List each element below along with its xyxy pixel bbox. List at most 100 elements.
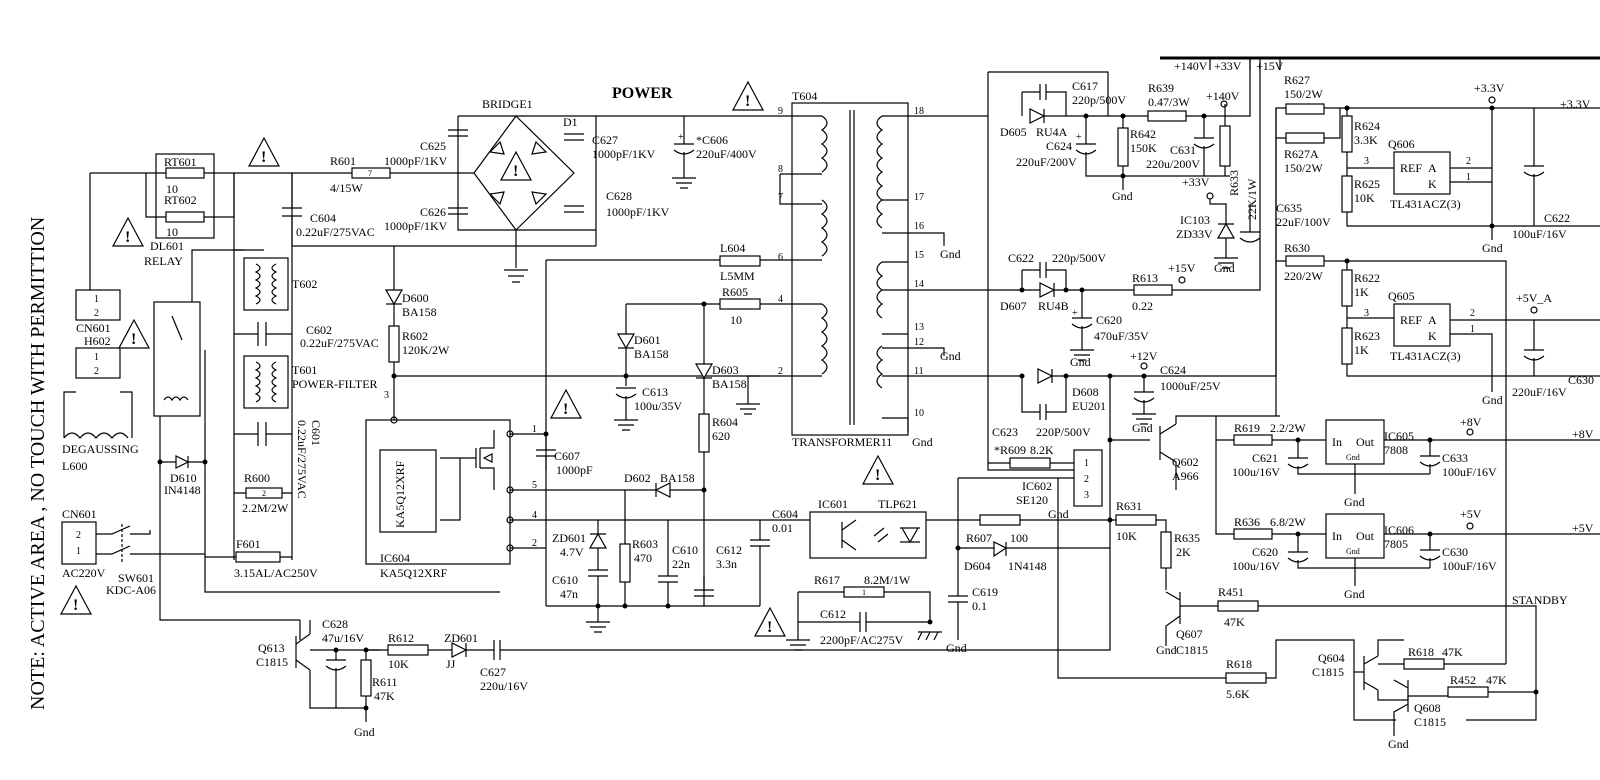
svg-text:4: 4 [778,294,783,305]
svg-text:4: 4 [532,510,537,521]
v5out-label: +5V [1572,521,1594,535]
r623-value: 1K [1354,343,1369,357]
zener-zd601 [588,532,608,549]
r617-value: 8.2M/1W [864,573,911,587]
svg-text:2: 2 [94,308,99,319]
q605-label: Q605 [1388,289,1415,303]
q606-a: A [1428,161,1437,175]
tlp621-label: TLP621 [878,497,917,511]
degaussing-label: DEGAUSSING [62,442,139,456]
diode-d607 [1039,282,1056,298]
relay-dl601 [153,301,201,417]
c610a-value: 47n [560,587,578,601]
svg-text:1: 1 [1470,324,1475,335]
gnd-q607: Gnd [1156,643,1177,657]
q605-a: A [1428,313,1437,327]
d607-label: D607 [1000,299,1027,313]
r618a-label: R618 [1226,657,1252,671]
d600-value: BA158 [402,305,437,319]
c623-label: C623 [992,425,1018,439]
c626-label: C626 [420,205,446,219]
q605-k: K [1428,329,1437,343]
regulator-ic605 [1325,419,1385,465]
c612b-label: C612 [820,607,846,621]
q604-label: Q604 [1318,651,1345,665]
c613-label: C613 [642,385,668,399]
q613-section: Q613 C1815 C628 47u/16V R611 47K Gnd R61… [256,548,1111,739]
primary-winding-3 [820,303,828,375]
secondary-winding-3 [876,345,884,389]
r642-value: 150K [1130,141,1157,155]
svg-text:!: ! [875,467,880,484]
svg-text:17: 17 [914,192,924,203]
c635-value: 22uF/100V [1276,215,1331,229]
r636-label: R636 [1234,515,1260,529]
ic604-value: KA5Q12XRF [380,566,448,580]
c601-label: C601 [309,420,323,446]
r607-label: R607 [966,531,992,545]
svg-text:9: 9 [778,106,783,117]
c625-value: 1000pF/1KV [384,154,448,168]
c628a-value: 1000pF/1KV [606,205,670,219]
c624a-label: C624 [1046,139,1072,153]
ic606-gnd: Gnd [1346,547,1360,556]
d607-value: RU4B [1038,299,1069,313]
q602-label: Q602 [1172,455,1199,469]
warning-icon: ! [247,136,281,167]
c628a-label: C628 [606,189,632,203]
svg-text:!: ! [745,93,750,110]
r612-value: 10K [388,657,409,671]
r611-label: R611 [372,675,398,689]
gnd-ic605: Gnd [1344,495,1365,509]
c622b-label: C622 [1544,211,1570,225]
c602-label: C602 [306,323,332,337]
warning-icon: ! [549,388,583,419]
optocoupler-ic601 [809,511,927,559]
ic606-out: Out [1356,529,1375,543]
resistor-r612 [387,644,429,656]
resistor-r642 [1117,127,1129,167]
c617-value: 220p/500V [1072,93,1126,107]
r618a-value: 5.6K [1226,687,1250,701]
warning-icon: ! [111,216,145,247]
c604a-label: C604 [310,211,336,225]
thermistor-rt601 [165,167,205,179]
c628b-value: 47u/16V [322,631,364,645]
c630a-value: 220uF/16V [1512,385,1567,399]
connector-cn601-bottom [61,521,97,565]
svg-text:1: 1 [1084,458,1089,469]
svg-text:15: 15 [914,250,924,261]
cn601-top-label: CN601 [76,321,111,335]
resistor-r609 [1009,457,1051,469]
warning-icon: ! [861,454,895,485]
r618b-value: 47K [1442,645,1463,659]
r604-value: 620 [712,429,730,443]
svg-text:12: 12 [914,337,924,348]
v140a-label: +140V [1174,59,1208,73]
c620a-label: C620 [1096,313,1122,327]
gnd-t3: Gnd [912,435,933,449]
ic103-value: ZD33V [1176,227,1213,241]
c622a-label: C622 [1008,251,1034,265]
svg-text:8: 8 [778,164,783,175]
c604b-value: 0.01 [772,521,793,535]
ic604-label: IC604 [380,551,410,565]
c612a-value: 3.3n [716,557,737,571]
c607-label: C607 [554,449,580,463]
svg-text:!: ! [261,149,266,166]
primary-control-section: D600 BA158 R602 120K/2W 3 L604 L5MM R605… [365,241,798,633]
d605-label: D605 [1000,125,1027,139]
c602-value: 0.22uF/275VAC [300,336,379,350]
r613-label: R613 [1132,271,1158,285]
q608-label: Q608 [1414,701,1441,715]
v33out2-label: +3.3V [1560,97,1591,111]
fuse-f601 [235,551,281,563]
c621-label: C621 [1252,451,1278,465]
svg-text:3: 3 [1084,490,1089,501]
r619-value: 2.2/2W [1270,421,1306,435]
zd601b-label: ZD601 [444,631,478,645]
v8out-label: +8V [1572,427,1594,441]
c612a-label: C612 [716,543,742,557]
gnd-c624b: Gnd [1132,421,1153,435]
q607-value: C1815 [1176,643,1208,657]
